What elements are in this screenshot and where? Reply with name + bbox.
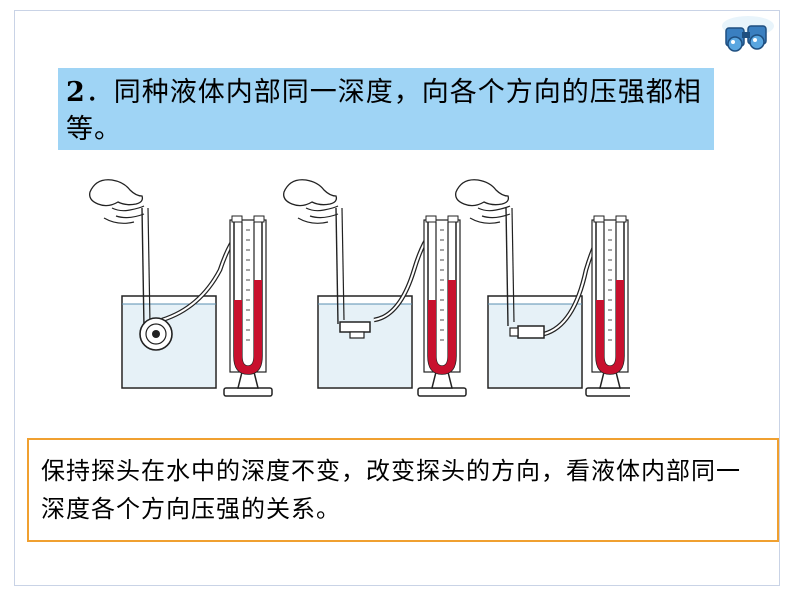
title-text: ．同种液体内部同一深度，向各个方向的压强都相等。: [66, 77, 702, 145]
slide-frame: [14, 10, 780, 586]
title-number: 2: [66, 77, 86, 108]
experiment-illustration: [89, 179, 630, 397]
setup-2: [283, 179, 467, 397]
binoculars-icon: [722, 16, 774, 52]
title-box: 2．同种液体内部同一深度，向各个方向的压强都相等。: [58, 68, 714, 150]
setup-1: [89, 179, 273, 397]
caption-text: 保持探头在水中的深度不变，改变探头的方向，看液体内部同一深度各个方向压强的关系。: [41, 457, 741, 523]
caption-box: 保持探头在水中的深度不变，改变探头的方向，看液体内部同一深度各个方向压强的关系。: [27, 438, 779, 542]
setup-3: [455, 179, 630, 397]
